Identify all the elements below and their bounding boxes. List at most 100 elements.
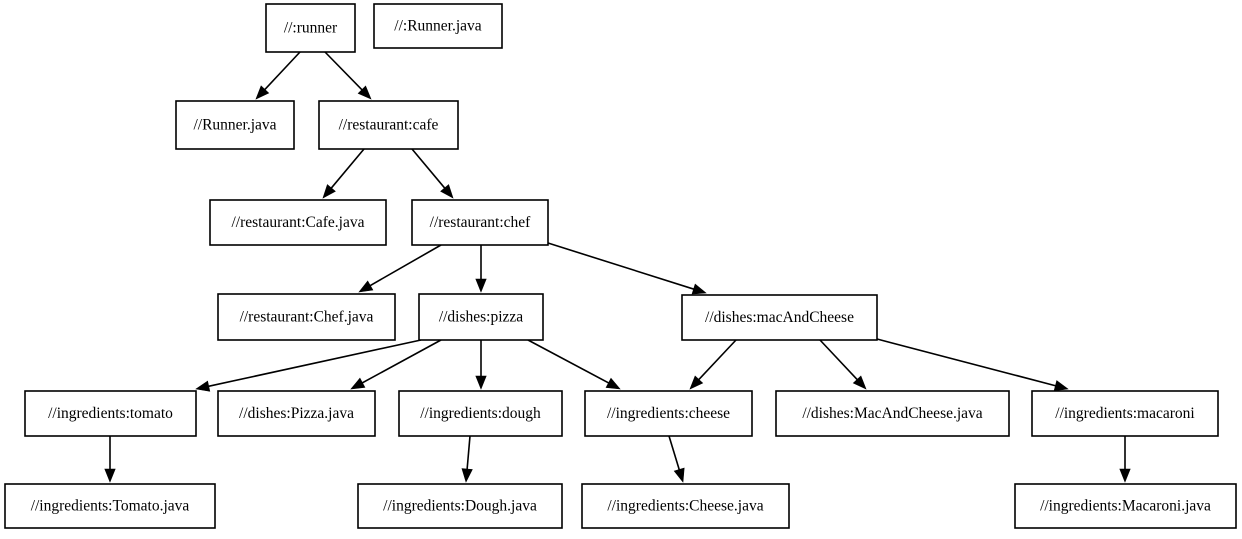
node-box[interactable] (217, 390, 376, 437)
edge-restaurant_cafe-to-restaurant_cafe_java (322, 148, 365, 199)
graph-node-restaurant_cafe_java[interactable]: //restaurant:Cafe.java (209, 199, 387, 246)
edge-arrowhead (195, 380, 211, 392)
edge-arrowhead (673, 467, 685, 483)
node-box[interactable] (775, 390, 1010, 437)
node-box[interactable] (584, 390, 753, 437)
graph-node-ing_macaroni[interactable]: //ingredients:macaroni (1031, 390, 1219, 437)
edge-line (368, 244, 442, 288)
node-box[interactable] (318, 100, 459, 150)
nodes-layer: //:runner //:Runner.java //Runner.java //re… (4, 3, 1237, 529)
node-box[interactable] (209, 199, 387, 246)
node-box[interactable] (1014, 483, 1237, 529)
node-box[interactable] (217, 293, 396, 341)
node-label: //ingredients:macaroni (1055, 405, 1195, 422)
edge-line (466, 435, 471, 472)
node-box[interactable] (24, 390, 197, 437)
edge-line (876, 338, 1058, 387)
node-label: //Runner.java (193, 117, 276, 134)
edge-arrowhead (1119, 468, 1131, 483)
node-label: //ingredients:Macaroni.java (1040, 498, 1211, 515)
graph-node-dishes_mac_java[interactable]: //dishes:MacAndCheese.java (775, 390, 1010, 437)
edge-arrowhead (440, 184, 454, 199)
edge-arrowhead (852, 375, 867, 390)
edge-arrowhead (605, 377, 621, 390)
node-label: //dishes:macAndCheese (705, 309, 854, 326)
edge-arrowhead (350, 377, 366, 390)
graph-node-ing_tomato[interactable]: //ingredients:tomato (24, 390, 197, 437)
edge-line (262, 51, 301, 92)
edge-line (324, 51, 364, 92)
graph-node-dishes_pizza_java[interactable]: //dishes:Pizza.java (217, 390, 376, 437)
node-box[interactable] (373, 3, 503, 49)
edge-dishes_macandcheese-to-ing_macaroni (876, 338, 1069, 392)
node-label: //dishes:pizza (439, 309, 523, 326)
node-box[interactable] (411, 199, 549, 246)
edge-line (329, 148, 365, 191)
edge-line (668, 435, 681, 472)
node-box[interactable] (581, 483, 790, 529)
node-label: //:runner (284, 20, 338, 37)
edge-arrowhead (461, 468, 473, 483)
edge-dishes_pizza-to-ing_cheese (527, 339, 621, 390)
node-box[interactable] (398, 390, 563, 437)
node-box[interactable] (681, 294, 878, 341)
edge-restaurant_cafe-to-restaurant_chef (411, 148, 454, 199)
edge-ing_cheese-to-ing_cheese_java (668, 435, 685, 483)
edge-line (360, 339, 442, 385)
edge-runner-to-runner_java (255, 51, 301, 100)
node-label: //ingredients:dough (420, 405, 541, 422)
edge-dishes_pizza-to-dishes_pizza_java (350, 339, 442, 390)
edge-arrowhead (322, 184, 336, 199)
edge-line (527, 339, 611, 385)
edge-ing_tomato-to-ing_tomato_java (104, 436, 116, 483)
node-label: //ingredients:Dough.java (383, 498, 537, 515)
node-box[interactable] (4, 483, 216, 529)
node-label: //restaurant:Chef.java (240, 309, 374, 326)
edges-layer (104, 51, 1131, 483)
node-box[interactable] (1031, 390, 1219, 437)
graph-node-ing_tomato_java[interactable]: //ingredients:Tomato.java (4, 483, 216, 529)
node-label: //:Runner.java (394, 18, 482, 35)
edge-dishes_pizza-to-ing_dough (475, 340, 487, 390)
graph-node-ing_cheese_java[interactable]: //ingredients:Cheese.java (581, 483, 790, 529)
edge-ing_dough-to-ing_dough_java (461, 435, 473, 483)
node-label: //ingredients:tomato (48, 405, 173, 422)
node-label: //restaurant:chef (430, 214, 532, 231)
edge-arrowhead (358, 280, 374, 293)
graph-node-ing_cheese[interactable]: //ingredients:cheese (584, 390, 753, 437)
node-label: //ingredients:cheese (607, 405, 730, 422)
edge-restaurant_chef-to-restaurant_chef_java (358, 244, 442, 293)
edge-line (206, 339, 422, 388)
node-box[interactable] (175, 100, 295, 150)
graph-node-restaurant_cafe[interactable]: //restaurant:cafe (318, 100, 459, 150)
edge-dishes_pizza-to-ing_tomato (195, 339, 422, 392)
edge-arrowhead (475, 375, 487, 390)
graph-node-root_runner_java[interactable]: //:Runner.java (373, 3, 503, 49)
graph-node-ing_macaroni_java[interactable]: //ingredients:Macaroni.java (1014, 483, 1237, 529)
node-box[interactable] (418, 293, 544, 341)
edge-arrowhead (255, 85, 270, 100)
edge-arrowhead (475, 278, 487, 293)
graph-node-dishes_pizza[interactable]: //dishes:pizza (418, 293, 544, 341)
edge-arrowhead (689, 375, 704, 390)
edge-dishes_macandcheese-to-dishes_mac_java (819, 339, 867, 390)
node-box[interactable] (357, 483, 563, 529)
graph-node-restaurant_chef_java[interactable]: //restaurant:Chef.java (217, 293, 396, 341)
edge-ing_macaroni-to-ing_macaroni_java (1119, 436, 1131, 483)
graph-node-ing_dough[interactable]: //ingredients:dough (398, 390, 563, 437)
graph-node-ing_dough_java[interactable]: //ingredients:Dough.java (357, 483, 563, 529)
edge-arrowhead (357, 85, 372, 100)
edge-restaurant_chef-to-dishes_macandcheese (547, 242, 707, 295)
node-box[interactable] (265, 3, 356, 53)
node-label: //dishes:Pizza.java (239, 405, 354, 422)
node-label: //restaurant:Cafe.java (232, 214, 365, 231)
edge-restaurant_chef-to-dishes_pizza (475, 245, 487, 293)
graph-node-restaurant_chef[interactable]: //restaurant:chef (411, 199, 549, 246)
graph-node-runner[interactable]: //:runner (265, 3, 356, 53)
edge-line (411, 148, 447, 191)
edge-arrowhead (1053, 380, 1069, 392)
graph-node-runner_java[interactable]: //Runner.java (175, 100, 295, 150)
edge-line (819, 339, 860, 382)
graph-node-dishes_macandcheese[interactable]: //dishes:macAndCheese (681, 294, 878, 341)
